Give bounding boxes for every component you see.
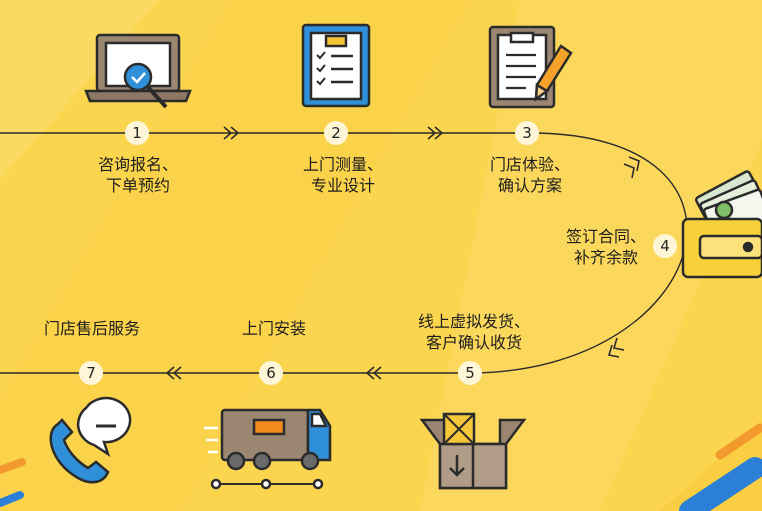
step-number-badge: 1	[125, 121, 149, 145]
step-label: 上门测量、 专业设计	[293, 154, 393, 196]
step-label-line: 门店体验、	[489, 155, 570, 174]
step-label: 上门安装	[224, 318, 324, 339]
step-number-badge: 5	[458, 361, 482, 385]
step-label-line: 确认方案	[497, 176, 562, 195]
step-label-line: 线上虚拟发货、	[417, 312, 530, 331]
step-label-line: 专业设计	[310, 176, 375, 195]
step-label: 门店体验、 确认方案	[480, 154, 580, 196]
step-label-line: 补齐余款	[573, 248, 638, 267]
flow-arrows	[165, 126, 640, 380]
step-number-badge: 2	[324, 121, 348, 145]
laptop-search-icon	[84, 33, 192, 109]
step-label: 线上虚拟发货、 客户确认收货	[404, 311, 544, 353]
step-label-line: 签订合同、	[565, 227, 646, 246]
step-label: 签订合同、 补齐余款	[558, 226, 654, 268]
clipboard-checklist-icon	[301, 23, 371, 108]
step-label-line: 门店售后服务	[43, 319, 140, 338]
decorative-stripes	[0, 423, 762, 511]
wallet-money-icon	[681, 170, 762, 279]
step-label-line: 咨询报名、	[97, 155, 178, 174]
step-number-badge: 6	[259, 361, 283, 385]
step-label: 咨询报名、 下单预约	[88, 154, 188, 196]
step-label-line: 上门安装	[241, 319, 306, 338]
step-label-line: 下单预约	[105, 176, 170, 195]
step-label: 门店售后服务	[30, 318, 154, 339]
document-pencil-icon	[488, 25, 573, 109]
package-box-icon	[419, 412, 527, 490]
step-number-badge: 7	[79, 361, 103, 385]
delivery-truck-icon	[204, 408, 332, 490]
step-number-badge: 3	[515, 121, 539, 145]
phone-chat-icon	[49, 396, 132, 484]
step-label-line: 客户确认收货	[425, 333, 522, 352]
step-number-badge: 4	[653, 234, 677, 258]
step-label-line: 上门测量、	[302, 155, 383, 174]
